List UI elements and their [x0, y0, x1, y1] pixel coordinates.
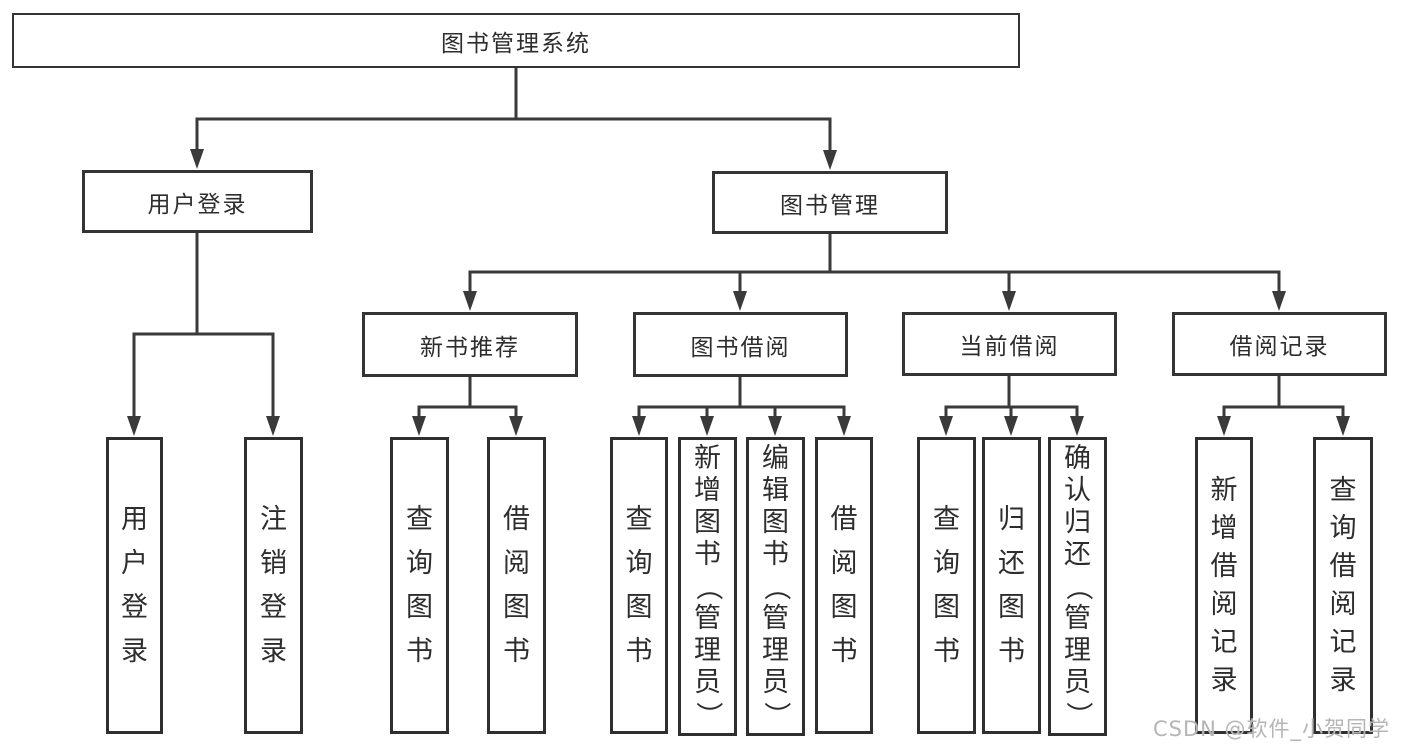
csdn-watermark: CSDN @软件_小贺同学 — [1153, 717, 1391, 741]
leaf-label: 借阅图书 — [830, 503, 858, 667]
node-new-book-recommendation: 新书推荐 — [362, 312, 578, 377]
leaf-label: 编辑图书（管理员） — [760, 442, 792, 729]
leaf-confirm-return-admin: 确认归还（管理员） — [1048, 437, 1107, 736]
leaf-label: 查询借阅记录 — [1329, 474, 1357, 696]
node-label: 用户登录 — [147, 191, 248, 218]
node-label: 图书管理系统 — [441, 30, 591, 57]
leaf-label: 查询图书 — [625, 503, 653, 667]
leaf-logout: 注销登录 — [244, 437, 303, 734]
leaf-label: 新增借阅记录 — [1210, 474, 1238, 696]
leaf-query-borrow-record: 查询借阅记录 — [1313, 437, 1373, 734]
leaf-user-login: 用户登录 — [106, 437, 163, 734]
leaf-label: 确认归还（管理员） — [1062, 442, 1094, 729]
leaf-borrow-books-2: 借阅图书 — [815, 437, 873, 734]
leaf-label: 用户登录 — [121, 503, 148, 667]
arrowheads — [127, 149, 1350, 436]
leaf-label: 新增图书（管理员） — [692, 442, 724, 729]
leaf-borrow-books-1: 借阅图书 — [487, 437, 546, 734]
leaf-label: 查询图书 — [406, 503, 433, 667]
node-user-login: 用户登录 — [82, 170, 313, 233]
leaf-label: 借阅图书 — [503, 503, 530, 667]
node-label: 图书借阅 — [690, 334, 791, 361]
leaf-label: 注销登录 — [260, 503, 287, 667]
leaf-query-books-2: 查询图书 — [610, 437, 668, 734]
node-label: 图书管理 — [780, 192, 880, 219]
node-book-borrowing: 图书借阅 — [633, 312, 848, 377]
node-current-borrowing: 当前借阅 — [902, 312, 1117, 376]
node-book-management: 图书管理 — [712, 171, 948, 234]
leaf-add-borrow-record: 新增借阅记录 — [1195, 437, 1253, 734]
node-library-management-system: 图书管理系统 — [12, 13, 1020, 68]
node-label: 新书推荐 — [420, 334, 520, 361]
leaf-return-books: 归还图书 — [982, 437, 1041, 734]
node-label: 当前借阅 — [959, 334, 1060, 360]
leaf-query-books-3: 查询图书 — [917, 437, 976, 734]
leaf-label: 查询图书 — [933, 503, 960, 667]
leaf-edit-books-admin: 编辑图书（管理员） — [746, 437, 805, 736]
leaf-query-books-1: 查询图书 — [390, 437, 449, 734]
leaf-add-books-admin: 新增图书（管理员） — [678, 437, 737, 736]
node-borrowing-records: 借阅记录 — [1172, 312, 1387, 376]
leaf-label: 归还图书 — [998, 503, 1025, 667]
node-label: 借阅记录 — [1229, 334, 1330, 360]
